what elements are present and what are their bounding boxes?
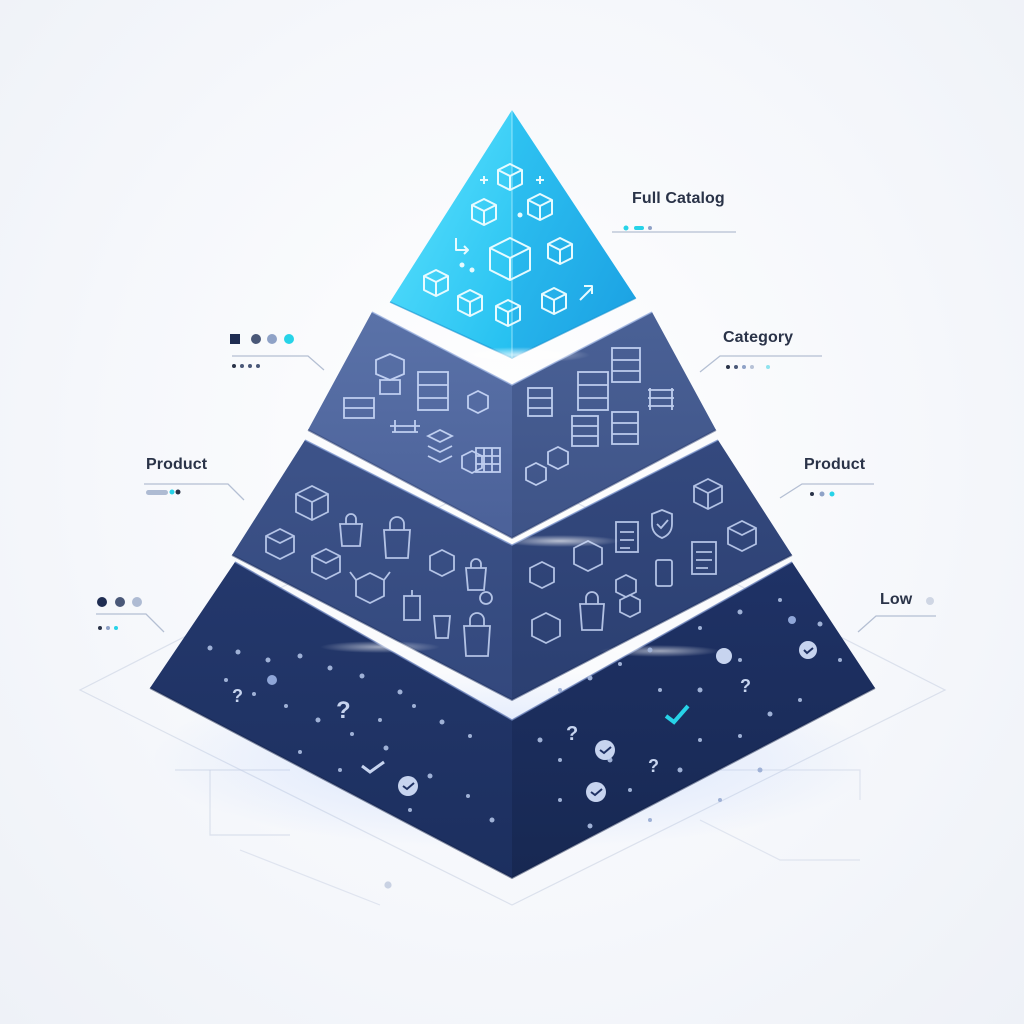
box-icon xyxy=(525,461,547,487)
shelf-icon xyxy=(577,371,609,411)
box-icon xyxy=(489,237,531,281)
box-icon xyxy=(467,389,489,415)
label-product-left: Product xyxy=(146,456,208,473)
box-icon xyxy=(429,548,455,578)
open-box-icon xyxy=(349,571,391,605)
label-product-right: Product xyxy=(804,456,866,473)
box-icon xyxy=(461,449,483,475)
coin-icon xyxy=(479,591,493,605)
tier-full-catalog xyxy=(389,110,637,359)
box-icon xyxy=(573,539,603,573)
document-icon xyxy=(691,541,717,575)
product-icons xyxy=(265,477,757,657)
bag-icon xyxy=(465,558,487,591)
box-icon xyxy=(311,547,341,581)
box-icon xyxy=(547,445,569,471)
check-icon xyxy=(361,760,385,774)
shelf-icon xyxy=(571,415,599,447)
box-icon xyxy=(529,560,555,590)
check-icons xyxy=(361,641,817,802)
low-tier-markers xyxy=(207,598,842,829)
bag-icon xyxy=(463,612,491,657)
cart-icon xyxy=(343,397,375,419)
box-icon xyxy=(295,484,329,522)
arrow-icon xyxy=(579,285,593,301)
question-icons: ? ? ? ? ? xyxy=(232,676,751,776)
dot-markers xyxy=(97,225,934,630)
box-icon xyxy=(727,519,757,553)
box-icon xyxy=(471,198,497,226)
shield-icon xyxy=(651,509,673,539)
box-icon xyxy=(693,477,723,511)
shelf-icon xyxy=(417,371,449,411)
check-circle-icon xyxy=(586,782,606,802)
check-circle-icon xyxy=(398,776,418,796)
phone-icon xyxy=(655,559,673,587)
document-icon xyxy=(615,521,639,553)
bag-icon xyxy=(383,516,411,559)
box-icon xyxy=(547,237,573,265)
apex-icons xyxy=(423,163,593,327)
question-mark-icon: ? xyxy=(648,756,659,776)
question-mark-icon: ? xyxy=(740,676,751,696)
box-icon xyxy=(265,527,295,561)
pallet-icon xyxy=(390,420,420,433)
shelf-icon xyxy=(527,387,553,417)
check-circle-icon xyxy=(799,641,817,659)
tier-product xyxy=(231,439,793,702)
plus-icon xyxy=(480,176,544,184)
box-icon xyxy=(527,193,553,221)
arrow-icon xyxy=(455,238,469,255)
check-circle-icon xyxy=(595,740,615,760)
box-icon xyxy=(541,287,567,315)
box-stack-icon xyxy=(375,353,405,395)
shelf-icon xyxy=(611,347,641,383)
label-full-catalog: Full Catalog xyxy=(632,190,725,207)
box-icon xyxy=(619,593,641,619)
box-icon xyxy=(423,269,449,297)
highlight-check-icon xyxy=(664,704,690,725)
bag-icon xyxy=(339,513,363,547)
bag-icon xyxy=(433,615,451,639)
box-icon xyxy=(497,163,523,191)
bars-icon xyxy=(648,388,674,410)
grid-icon xyxy=(475,447,501,473)
box-icon xyxy=(495,299,521,327)
question-mark-icon: ? xyxy=(232,686,243,706)
label-low: Low xyxy=(880,591,913,608)
shelf-icon xyxy=(611,411,639,445)
box-icon xyxy=(615,573,637,599)
question-mark-icon: ? xyxy=(566,723,578,745)
tag-icon xyxy=(403,590,421,621)
stack-icon xyxy=(425,428,455,464)
leader-lines xyxy=(96,231,936,633)
category-icons xyxy=(343,347,674,487)
box-icon xyxy=(457,289,483,317)
tier-category xyxy=(307,311,717,540)
label-category: Category xyxy=(723,329,794,346)
question-mark-icon: ? xyxy=(336,697,351,724)
question-circle-icon xyxy=(716,648,732,664)
box-icon xyxy=(531,611,561,645)
bag-icon xyxy=(579,591,605,631)
